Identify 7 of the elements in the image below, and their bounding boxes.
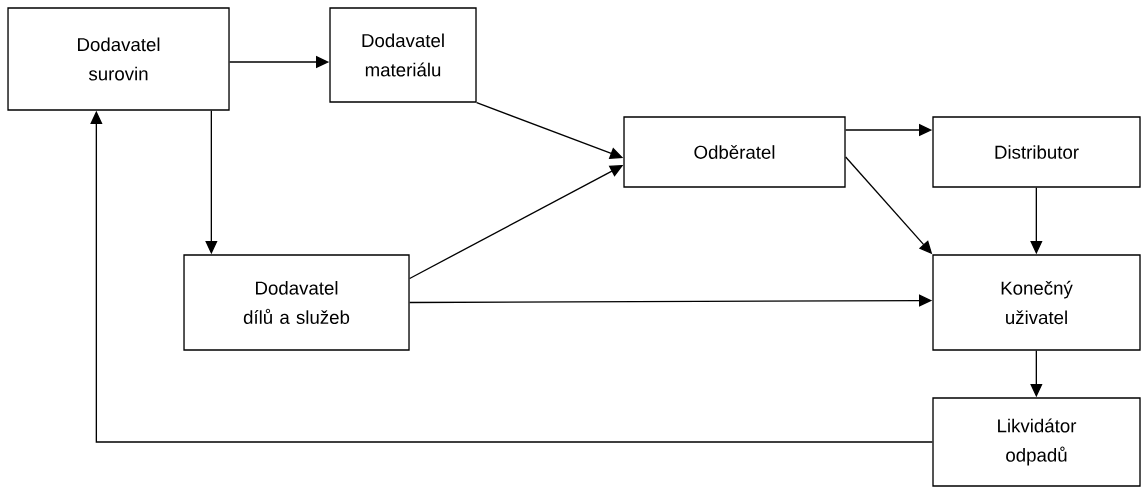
process-box: Distributor [932,116,1141,188]
process-box: Dodavatel surovin [7,7,230,111]
process-box: Odběratel [623,116,846,188]
process-box: Likvidátor odpadů [932,397,1141,487]
process-box: Dodavatel dílů a služeb [183,254,410,351]
process-box: Konečný uživatel [932,254,1141,351]
process-box: Dodavatel materiálu [329,7,477,103]
